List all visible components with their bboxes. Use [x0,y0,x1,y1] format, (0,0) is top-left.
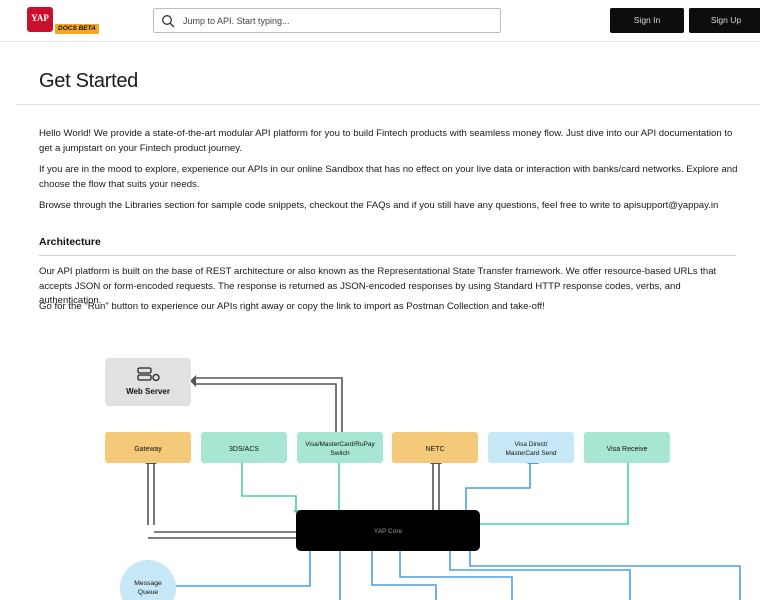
page-title: Get Started [39,70,138,92]
architecture-diagram: Web Server Gateway 3DS/ACS Visa/MasterCa… [105,358,741,600]
intro-paragraph-3: Browse through the Libraries section for… [39,200,719,211]
architecture-paragraph-2: Go for the "Run" button to experience ou… [39,301,545,312]
message-queue-node [120,560,176,600]
sign-up-button[interactable]: Sign Up [689,8,760,33]
visa-direct-node [488,432,574,463]
netc-node [392,432,478,463]
gateway-node [105,432,191,463]
sign-in-button[interactable]: Sign In [610,8,684,33]
search-icon [162,15,175,28]
docs-beta-badge: DOCS BETA [55,24,99,34]
3ds-acs-label: 3DS/ACS [229,446,259,453]
search-input[interactable] [183,12,483,30]
title-divider [16,104,760,105]
card-switch-label-1: Visa/MasterCard/RuPay [305,441,375,448]
intro-paragraph-2: If you are in the mood to explore, exper… [39,164,738,190]
visa-direct-label-2: MasterCard Send [506,450,557,457]
yap-core-node [296,510,480,551]
server-icon [137,367,160,382]
top-header: YAP DOCS BETA Sign In Sign Up [0,0,760,42]
architecture-heading: Architecture [39,236,101,248]
message-queue-label-2: Queue [138,589,159,596]
architecture-paragraph-1: Our API platform is built on the base of… [39,266,717,306]
web-server-label: Web Server [126,387,170,396]
3ds-acs-node [201,432,287,463]
search-box[interactable] [153,8,501,33]
visa-receive-node [584,432,670,463]
yap-logo[interactable]: YAP [27,7,53,32]
visa-receive-label: Visa Receive [607,446,648,453]
card-switch-label-2: Switch [330,450,350,457]
yap-core-label: YAP Core [374,528,403,535]
gateway-label: Gateway [134,446,162,453]
netc-label: NETC [425,446,444,453]
section-divider [39,255,736,256]
message-queue-label-1: Message [134,580,162,587]
web-server-node [105,358,191,406]
visa-direct-label-1: Visa Direct/ [514,441,547,448]
card-switch-node [297,432,383,463]
intro-paragraph-1: Hello World! We provide a state-of-the-a… [39,128,733,154]
